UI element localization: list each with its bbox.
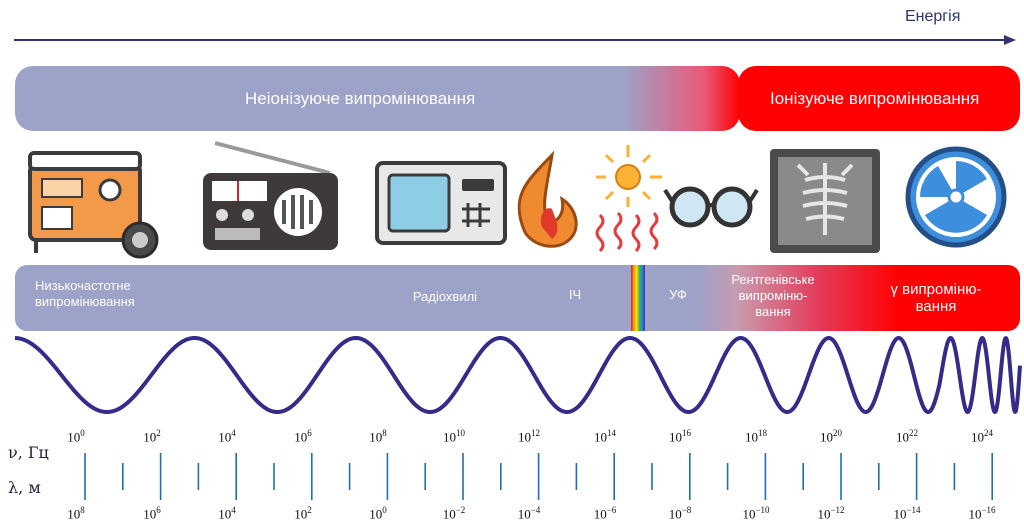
xray-icon [770, 149, 880, 253]
wavelength-label: 108 [67, 505, 85, 522]
visible-light-strip [631, 265, 645, 331]
energy-label: Енергія [905, 8, 961, 25]
label-line: випроміню- [738, 288, 808, 303]
wave-line [13, 336, 1022, 414]
freq-label: 106 [294, 428, 312, 445]
frequency-symbol: ν, Гц [8, 443, 49, 462]
energy-arrow [14, 35, 1016, 45]
freq-label: 1014 [594, 428, 616, 445]
fire-icon [517, 150, 578, 248]
wavelength-label: 10−6 [593, 505, 617, 522]
freq-label: 104 [218, 428, 236, 445]
label-ultraviolet: УФ [669, 287, 687, 302]
label-radio-waves: Радіохвилі [412, 289, 478, 304]
ionizing-band: Іонізуюче випромінювання [738, 66, 1020, 131]
freq-label: 1010 [443, 428, 465, 445]
freq-label: 1016 [669, 428, 691, 445]
wavelength-label: 102 [294, 505, 312, 522]
label-low-frequency: Низькочастотне випромінювання [35, 278, 155, 310]
ionizing-label: Іонізуюче випромінювання [770, 89, 980, 108]
freq-label: 102 [143, 428, 161, 445]
freq-label: 1022 [896, 428, 918, 445]
wavelength-label: 10−14 [893, 505, 921, 522]
generator-icon [28, 151, 159, 259]
label-line: Рентгенівське [731, 272, 815, 287]
label-line: γ випроміню- [890, 281, 982, 298]
freq-label: 1018 [745, 428, 767, 445]
microwave-icon [375, 161, 507, 245]
wavelength-label: 10−4 [517, 505, 541, 522]
label-xray: Рентгенівське випроміню- вання [715, 272, 831, 320]
wavelength-label: 10−10 [742, 505, 770, 522]
icons-row [28, 141, 1007, 259]
label-line: випромінювання [35, 294, 135, 309]
radiation-icon [905, 146, 1007, 248]
wavelength-label: 104 [218, 505, 236, 522]
label-gamma: γ випроміню- вання [881, 281, 991, 315]
wavelength-symbol: λ, м [8, 478, 41, 497]
wavelength-label: 10−8 [668, 505, 692, 522]
freq-label: 1024 [971, 428, 993, 445]
label-infrared: ІЧ [568, 287, 582, 302]
wavelength-label: 106 [143, 505, 161, 522]
sun-icon [595, 145, 662, 253]
non-ionizing-label: Неіонізуюче випромінювання [245, 89, 476, 108]
scale-ticks [84, 453, 994, 500]
wavelength-label: 10−2 [442, 505, 466, 522]
wavelength-label: 100 [369, 505, 387, 522]
non-ionizing-band: Неіонізуюче випромінювання [15, 66, 740, 131]
label-line: Низькочастотне [35, 278, 131, 293]
spectrum-band: Низькочастотне випромінювання Радіохвилі… [15, 265, 1020, 331]
radio-icon [203, 141, 338, 250]
glasses-icon [663, 186, 759, 228]
label-line: вання [755, 304, 791, 319]
wave-graphic [13, 336, 1022, 414]
wavelength-label: 10−12 [817, 505, 845, 522]
label-line: вання [915, 298, 957, 315]
freq-label: 100 [67, 428, 85, 445]
freq-label: 1020 [820, 428, 842, 445]
freq-label: 1012 [518, 428, 540, 445]
wavelength-label: 10−16 [968, 505, 996, 522]
freq-label: 108 [369, 428, 387, 445]
